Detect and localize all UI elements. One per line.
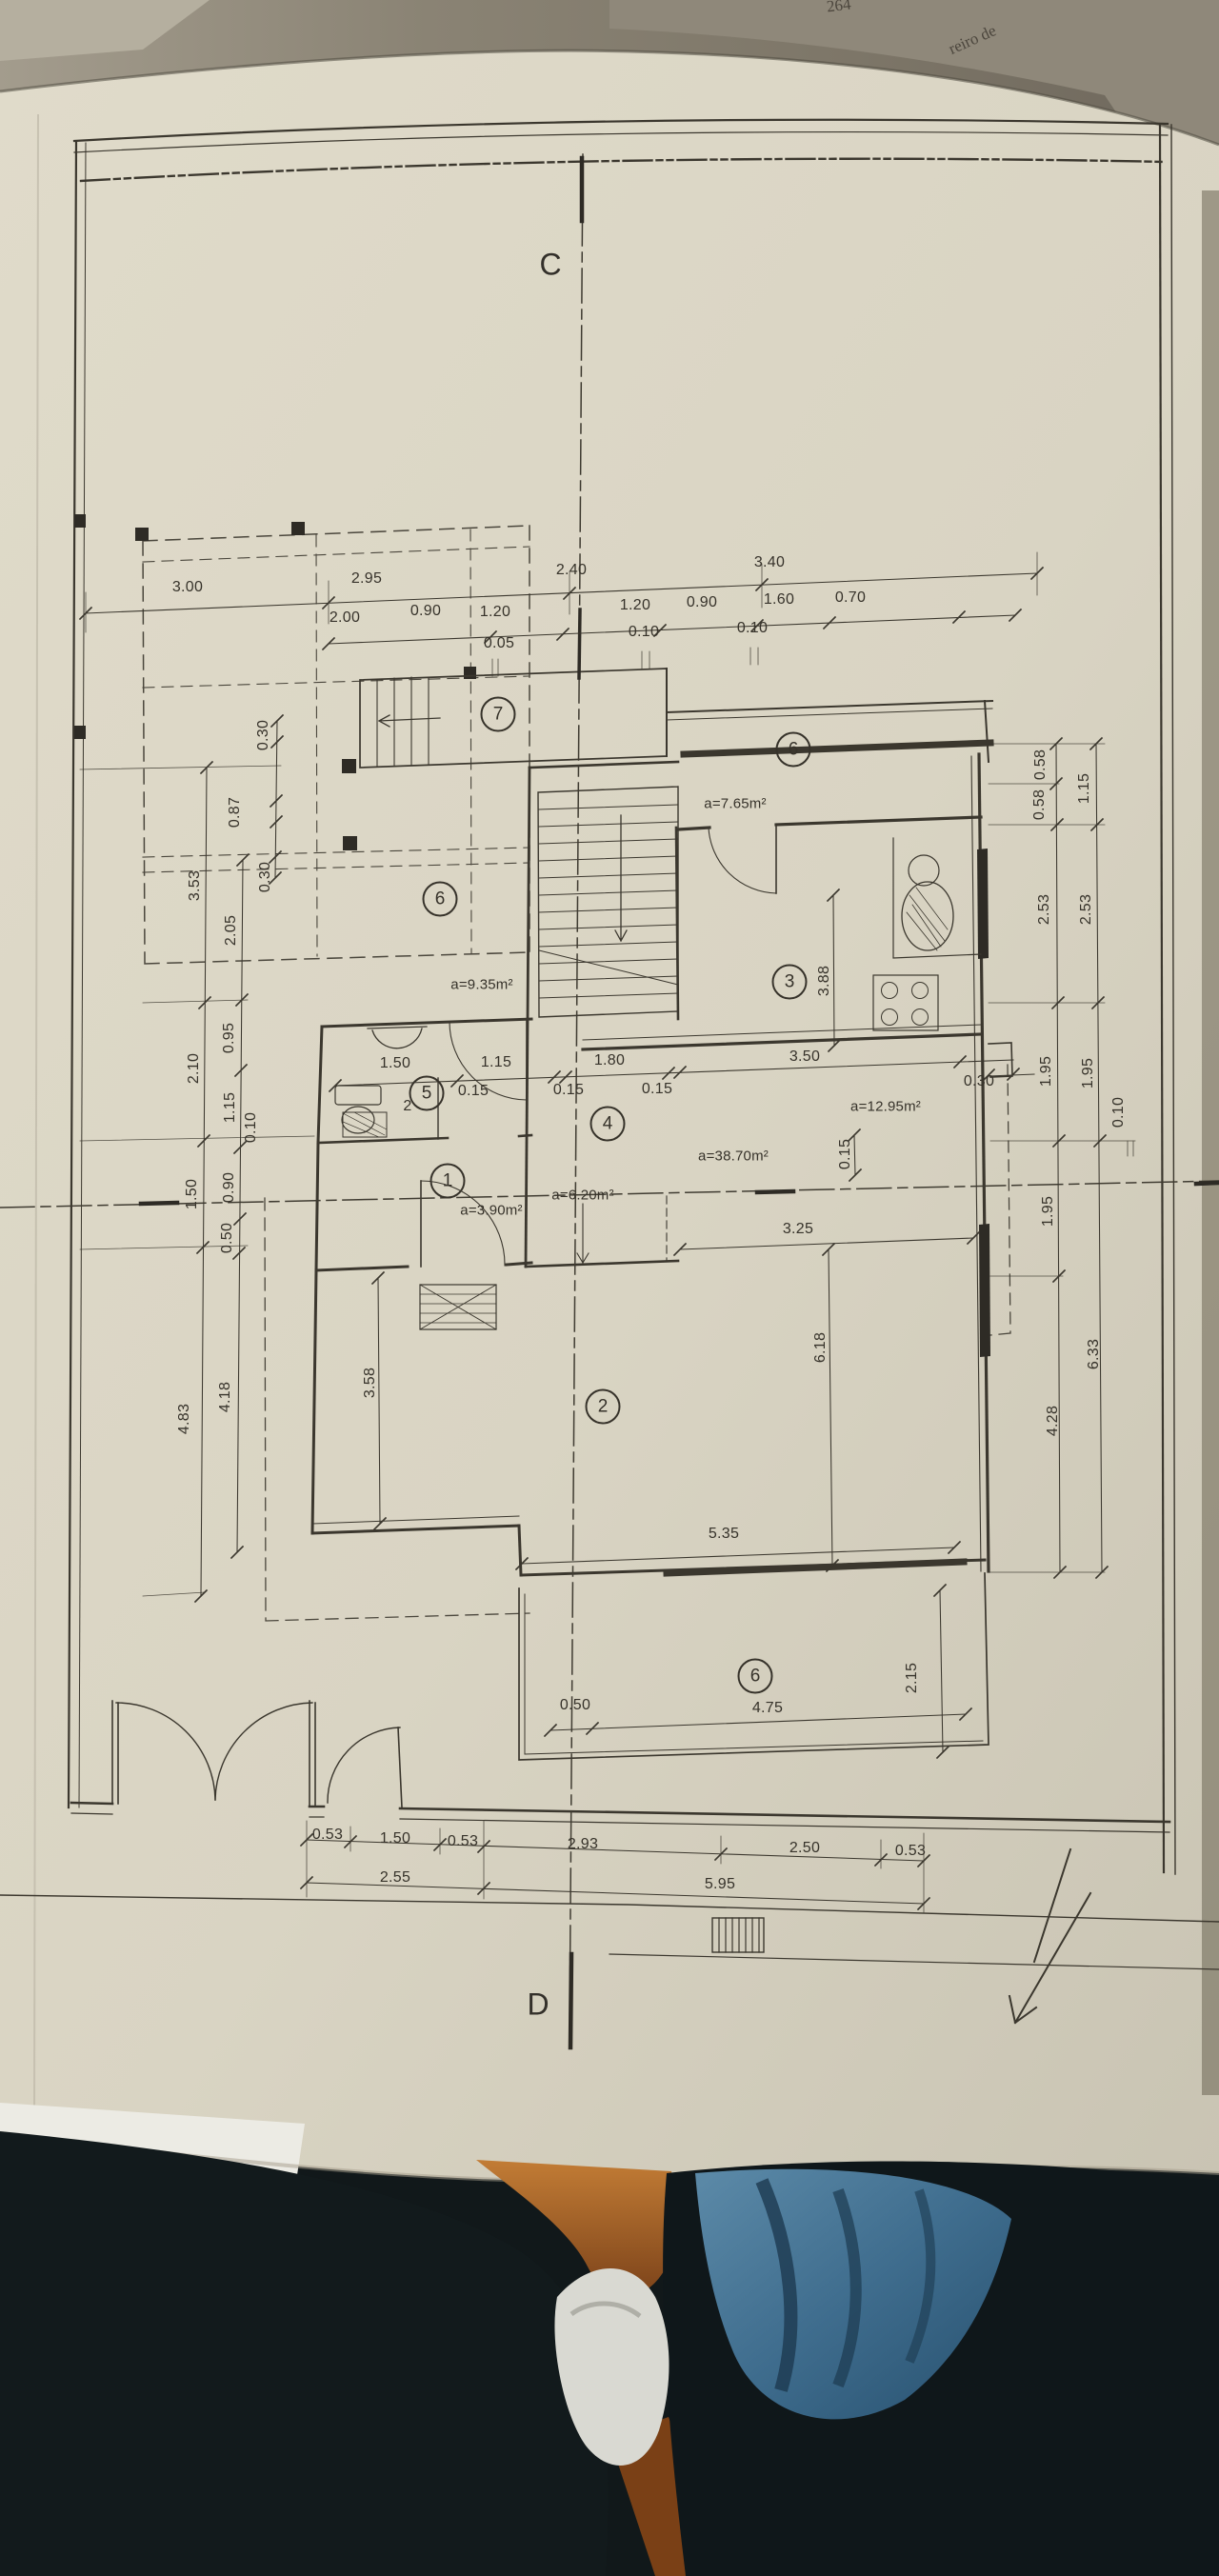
dimension-label: 3.53 — [187, 869, 203, 902]
dimension-label: 2.93 — [567, 1836, 599, 1852]
dimension-label: 0.30 — [963, 1073, 995, 1089]
dimension-label: 0.30 — [255, 719, 271, 751]
dimension-label: 3.00 — [171, 579, 204, 595]
dimension-label: 4.18 — [217, 1381, 233, 1413]
dimension-label: 6.33 — [1086, 1338, 1102, 1370]
room-area-label: a=7.65m² — [704, 795, 767, 812]
dimension-label: 2 — [403, 1098, 412, 1114]
dimension-label: 4.28 — [1045, 1405, 1061, 1437]
dimension-label: 1.60 — [763, 591, 795, 608]
room-number-7: 7 — [480, 696, 516, 732]
dimension-label: 2.40 — [555, 562, 588, 578]
dimension-label: 3.88 — [816, 965, 832, 997]
section-marker-c: C — [539, 247, 562, 282]
dimension-label: 1.50 — [379, 1055, 411, 1071]
dimension-label: 0.53 — [311, 1827, 344, 1843]
dimension-label: 1.15 — [480, 1054, 512, 1070]
room-number-4: 4 — [590, 1106, 626, 1142]
dimension-label: 0.87 — [227, 796, 243, 829]
dimension-label: 0.05 — [483, 635, 515, 651]
dimension-label: 0.10 — [736, 620, 769, 636]
dimension-label: 1.50 — [379, 1830, 411, 1847]
room-number-6: 6 — [737, 1658, 773, 1694]
dimension-label: 2.50 — [789, 1840, 821, 1856]
dimension-label: 0.15 — [641, 1081, 673, 1097]
dimension-label: 1.95 — [1038, 1055, 1054, 1088]
section-marker-d: D — [527, 1987, 550, 2022]
dimension-label: 0.53 — [894, 1843, 927, 1859]
dimension-label: 1.95 — [1040, 1195, 1056, 1228]
dimension-label: 2.15 — [904, 1662, 920, 1694]
dimension-label: 0.10 — [1110, 1096, 1127, 1128]
dimension-label: 0.58 — [1031, 789, 1048, 821]
dimension-label: 1.20 — [479, 604, 511, 620]
room-number-6: 6 — [422, 881, 458, 917]
dimension-label: 5.95 — [704, 1876, 736, 1892]
dimension-label: 6.18 — [812, 1331, 829, 1364]
background-sheet-number: 264 — [825, 0, 852, 16]
dimension-label: 2.95 — [350, 570, 383, 587]
dimension-label: 5.35 — [708, 1526, 740, 1542]
dimension-label: 3.58 — [362, 1367, 378, 1399]
dimension-label: 1.20 — [619, 597, 651, 613]
dimension-label: 1.80 — [593, 1052, 626, 1068]
dimension-label: 2.53 — [1036, 893, 1052, 926]
dimension-label: 0.30 — [257, 861, 273, 893]
background-sheet-handwriting: reiro de — [946, 21, 999, 58]
dimension-label: 1.50 — [184, 1178, 200, 1210]
dimension-label: 0.95 — [221, 1022, 237, 1054]
dimension-label: 4.75 — [751, 1700, 784, 1716]
room-number-1: 1 — [430, 1163, 466, 1199]
dimension-label: 0.50 — [219, 1222, 235, 1254]
dimension-label: 0.90 — [221, 1171, 237, 1204]
room-number-6: 6 — [775, 731, 811, 768]
dimension-label: 0.58 — [1032, 749, 1049, 781]
room-area-label: a=3.90m² — [460, 1202, 523, 1219]
dimension-label: 0.50 — [559, 1697, 591, 1713]
dimension-label: 1.95 — [1080, 1057, 1096, 1089]
dimension-label: 3.40 — [753, 554, 786, 570]
dimension-label: 1.15 — [1076, 772, 1092, 805]
dimension-label: 2.53 — [1078, 893, 1094, 926]
dimension-label: 2.00 — [329, 609, 361, 626]
dimension-label: 0.70 — [834, 589, 867, 606]
dimension-label: 1.15 — [222, 1091, 238, 1124]
dimension-label: 0.15 — [552, 1082, 585, 1098]
dimension-label: 0.90 — [686, 594, 718, 610]
room-number-5: 5 — [409, 1075, 445, 1111]
dimension-label: 0.15 — [837, 1138, 853, 1170]
dimension-label: 3.25 — [782, 1221, 814, 1237]
room-area-label: a=12.95m² — [850, 1098, 921, 1115]
room-number-3: 3 — [771, 964, 808, 1000]
room-area-label: a=38.70m² — [698, 1148, 769, 1165]
dimension-label: 2.05 — [223, 914, 239, 947]
dimension-label: 2.55 — [379, 1869, 411, 1886]
room-area-label: a=9.35m² — [450, 976, 513, 993]
dimension-label: 4.83 — [176, 1403, 192, 1435]
room-area-label: a=6.20m² — [551, 1187, 614, 1204]
dimension-label: 0.90 — [410, 603, 442, 619]
dimension-label: 3.50 — [789, 1048, 821, 1065]
dimension-label: 0.53 — [447, 1833, 479, 1849]
room-number-2: 2 — [585, 1388, 621, 1425]
dimension-label: 0.10 — [243, 1111, 259, 1144]
dimension-label: 2.10 — [186, 1052, 202, 1085]
dimension-label: 0.15 — [457, 1083, 490, 1099]
dimension-label: 0.10 — [628, 624, 660, 640]
